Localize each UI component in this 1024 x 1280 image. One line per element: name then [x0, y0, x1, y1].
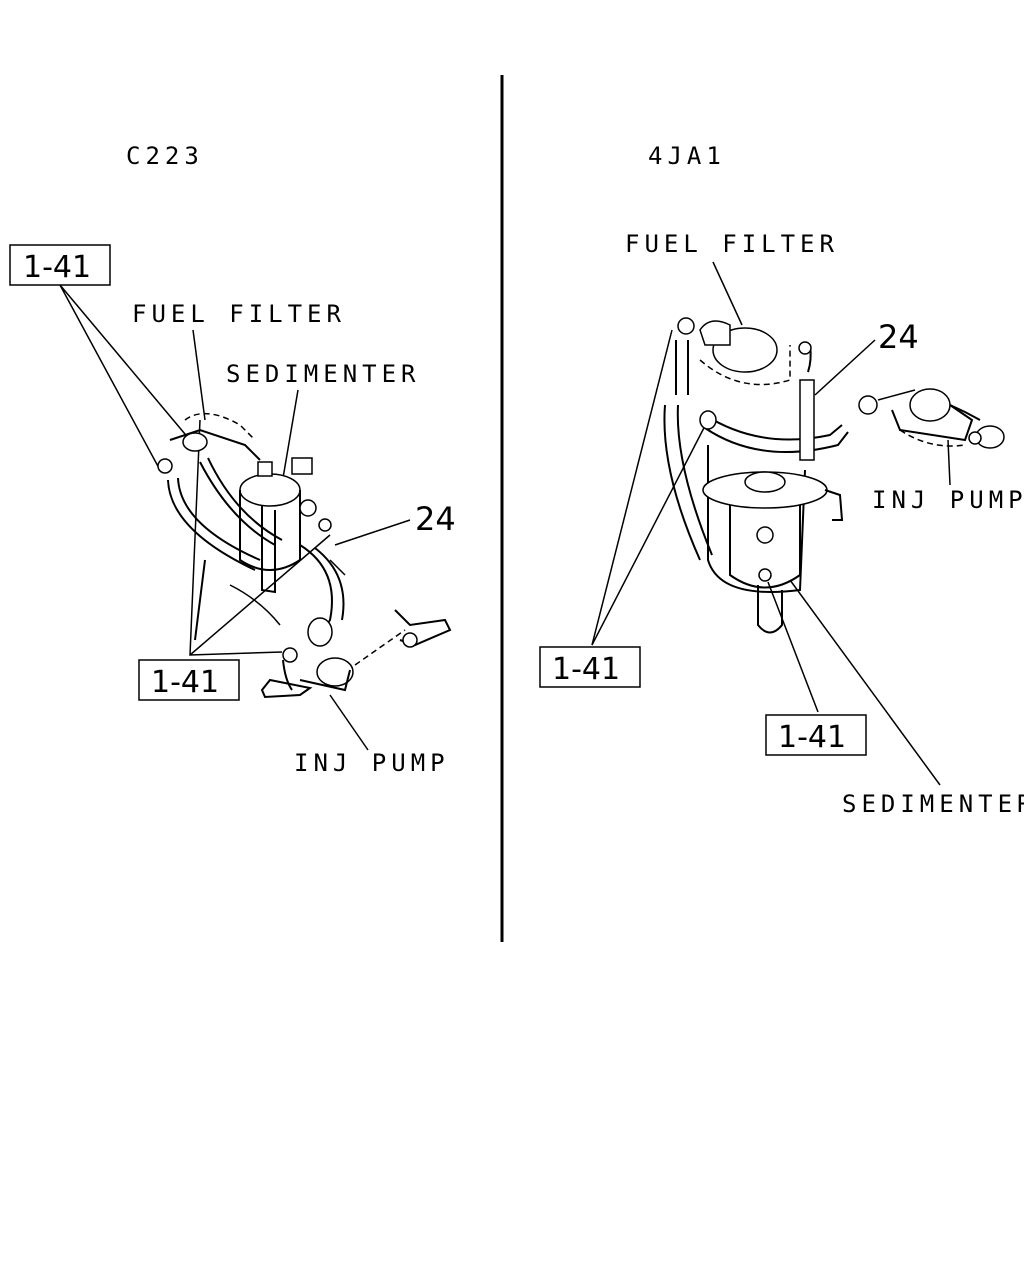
left-model-label: C223: [126, 142, 204, 170]
left-leader-sedimenter: [282, 389, 299, 479]
right-filter-assembly: [663, 317, 916, 634]
right-leader-fuel-filter: [712, 261, 743, 326]
left-inj-pump-label: INJ PUMP: [294, 749, 450, 777]
left-ref-box-bottom: [138, 659, 240, 701]
right-sedimenter-label: SEDIMENTER: [842, 790, 1024, 818]
left-leader-ref-top-a: [59, 284, 191, 471]
left-ref-bottom: 1-41: [151, 665, 219, 700]
left-ref-top: 1-41: [23, 250, 91, 285]
right-leader-ref-bottom: [767, 581, 819, 713]
left-filter-assembly: [157, 412, 346, 647]
left-panel: C223 FUEL FILTER SEDIMENTER INJ PUMP 24 …: [9, 142, 456, 777]
left-leader-fuel-filter: [192, 329, 206, 421]
left-leader-24: [334, 519, 411, 546]
right-leader-inj-pump: [947, 439, 951, 486]
right-panel: 4JA1 FUEL FILTER INJ PUMP SEDIMENTER 24 …: [539, 142, 1024, 818]
right-leader-sedimenter: [789, 579, 941, 786]
right-inj-pump-assembly: [891, 388, 1005, 449]
right-ref-box-bottom: [765, 714, 867, 756]
right-leader-24: [814, 339, 876, 396]
right-ref-box-left: [539, 646, 641, 688]
left-leader-ref-bottom: [189, 419, 283, 656]
right-leader-ref-left: [591, 329, 709, 646]
left-fuel-filter-label: FUEL FILTER: [132, 300, 346, 328]
right-fuel-filter-label: FUEL FILTER: [625, 230, 839, 258]
right-ref-bottom: 1-41: [778, 720, 846, 755]
right-inj-pump-label: INJ PUMP: [872, 486, 1024, 514]
right-part-number-24: 24: [878, 318, 919, 356]
left-leader-ref-bottom-b: [189, 534, 331, 656]
left-part-number-24: 24: [415, 500, 456, 538]
left-leader-inj-pump: [329, 694, 369, 751]
left-sedimenter-label: SEDIMENTER: [226, 360, 421, 388]
right-model-label: 4JA1: [648, 142, 726, 170]
left-inj-pump-assembly: [260, 609, 452, 699]
right-ref-left: 1-41: [552, 652, 620, 687]
